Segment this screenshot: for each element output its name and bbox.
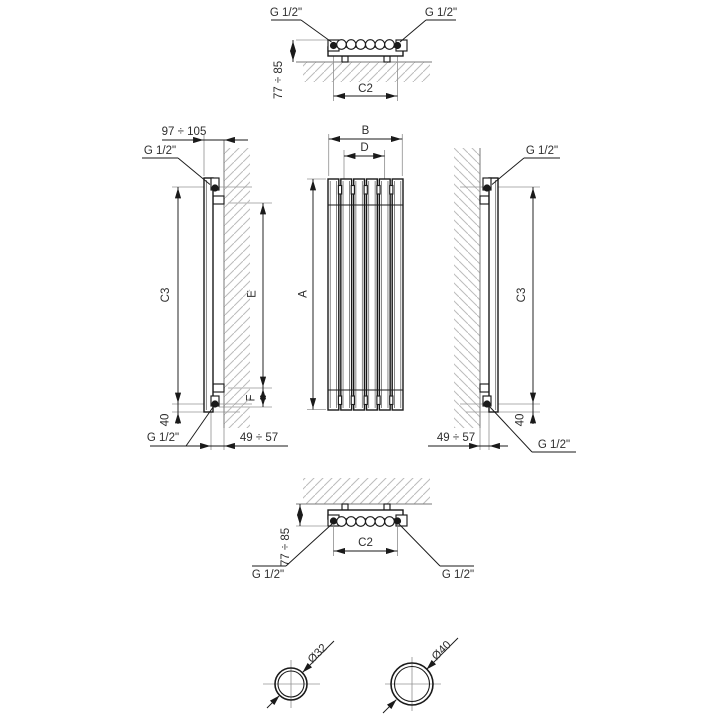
dim-label-c3: C3 bbox=[160, 288, 172, 303]
thread-label: G 1/2" bbox=[538, 439, 570, 451]
connection-point bbox=[329, 517, 338, 525]
thread-label: G 1/2" bbox=[526, 145, 558, 157]
dim-label-a: A bbox=[298, 290, 310, 298]
wall-hatch bbox=[303, 62, 430, 82]
connection-point bbox=[483, 184, 491, 192]
dim-label-bracket-depth: 49 ÷ 57 bbox=[240, 432, 278, 444]
thread-label: G 1/2" bbox=[252, 569, 284, 581]
thread-label: G 1/2" bbox=[425, 7, 457, 19]
radiator-profile bbox=[203, 177, 214, 413]
left-side-view: 97 ÷ 105 G 1/2" C3 40 49 ÷ 57 G 1/2" bbox=[142, 126, 288, 450]
wall-hatch bbox=[454, 148, 480, 428]
detail-dia32: Ø32 bbox=[263, 640, 335, 709]
connection-point bbox=[329, 41, 338, 50]
radiator-tubes bbox=[327, 178, 404, 411]
front-view: B D A E F bbox=[219, 125, 404, 411]
dim-label-b: B bbox=[362, 125, 370, 137]
dim-label-dia40: Ø40 bbox=[430, 639, 454, 663]
bracket bbox=[383, 55, 391, 63]
dim-label-dia32: Ø32 bbox=[306, 642, 330, 666]
wall-hatch bbox=[224, 148, 250, 428]
wall-hatch bbox=[303, 478, 430, 504]
bracket bbox=[341, 55, 349, 63]
connection-point bbox=[393, 41, 402, 50]
thread-label: G 1/2" bbox=[442, 569, 474, 581]
bracket bbox=[341, 503, 349, 511]
bracket bbox=[212, 195, 225, 205]
dim-label-wall-distance: 77 ÷ 85 bbox=[273, 61, 285, 99]
bracket bbox=[383, 503, 391, 511]
right-side-view: G 1/2" C3 40 49 ÷ 57 G 1/2" bbox=[428, 145, 576, 453]
thread-label: G 1/2" bbox=[270, 7, 302, 19]
connection-point bbox=[211, 400, 219, 408]
dim-label-wall-distance: 77 ÷ 85 bbox=[280, 528, 292, 566]
dim-label-bracket-depth: 49 ÷ 57 bbox=[437, 432, 475, 444]
detail-dia40: Ø40 bbox=[382, 637, 459, 714]
top-view: 77 ÷ 85 C2 G 1/2" G 1/2" bbox=[270, 7, 457, 101]
bottom-view: 77 ÷ 85 C2 G 1/2" G 1/2" bbox=[252, 478, 474, 581]
dim-label-40: 40 bbox=[515, 414, 527, 427]
bracket bbox=[212, 383, 225, 393]
dim-label-c2: C2 bbox=[358, 537, 373, 549]
dim-label-e: E bbox=[247, 290, 259, 298]
bracket bbox=[479, 383, 490, 393]
radiator-profile bbox=[488, 177, 499, 413]
thread-label: G 1/2" bbox=[144, 145, 176, 157]
dim-label-40: 40 bbox=[160, 414, 172, 427]
dim-label-d: D bbox=[360, 142, 368, 154]
connection-point bbox=[393, 517, 402, 525]
thread-label: G 1/2" bbox=[147, 432, 179, 444]
dim-label-top-offset: 97 ÷ 105 bbox=[162, 126, 207, 138]
connection-point bbox=[211, 184, 219, 192]
dim-label-c2: C2 bbox=[358, 83, 373, 95]
connection-point bbox=[483, 400, 491, 408]
dim-label-f: F bbox=[246, 394, 258, 401]
dim-label-c3: C3 bbox=[516, 288, 528, 303]
bracket bbox=[479, 195, 490, 205]
